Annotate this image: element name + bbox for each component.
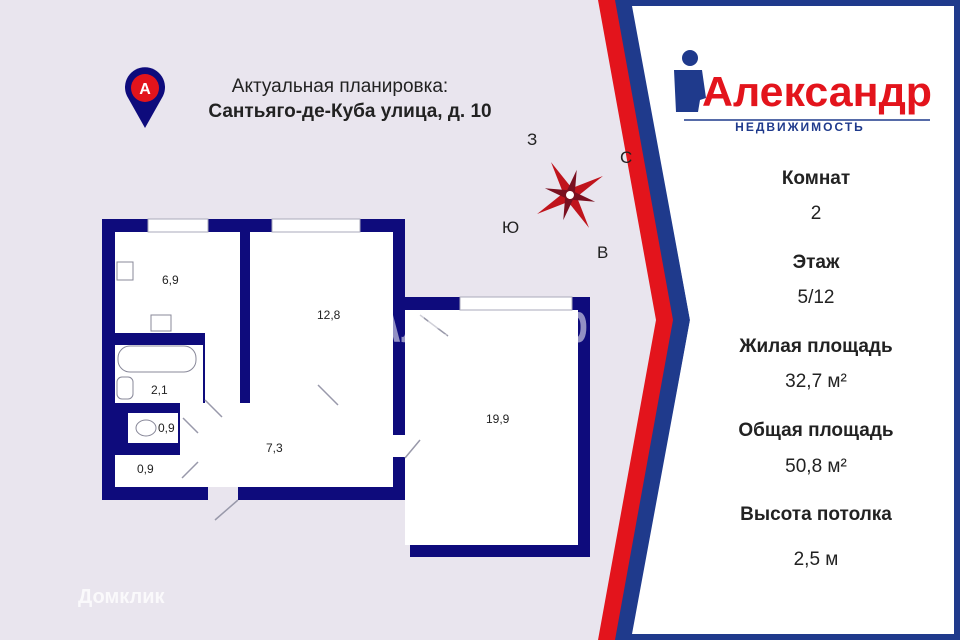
- compass-rose-icon: [537, 162, 603, 228]
- room-area-room: 12,8: [317, 308, 341, 322]
- room-area-storage: 0,9: [137, 462, 154, 476]
- total-area-label: Общая площадь: [738, 420, 894, 441]
- room-area-toilet: 0,9: [158, 421, 175, 435]
- hallway: [180, 403, 393, 487]
- rooms-value: 2: [810, 203, 822, 224]
- sink-icon: [150, 314, 172, 332]
- room-area-kitchen: 6,9: [162, 273, 179, 287]
- address: Сантьяго-де-Куба улица, д. 10: [208, 101, 492, 122]
- brand-name: Александр: [702, 68, 932, 115]
- compass-west: З: [527, 130, 538, 149]
- info-panel: [632, 6, 954, 634]
- living-area-label: Жилая площадь: [739, 336, 893, 357]
- bathtub-icon: [117, 345, 197, 373]
- living-room: [405, 310, 578, 545]
- bathroom: [115, 345, 203, 403]
- stove-icon: [116, 261, 134, 281]
- floor-plan: [102, 218, 590, 557]
- floor-value: 5/12: [797, 287, 835, 308]
- presenter-figure-icon: [674, 50, 706, 112]
- room-area-bathroom: 2,1: [151, 383, 168, 397]
- room-area-hallway: 7,3: [266, 441, 283, 455]
- watermark-logo: Александр: [372, 291, 588, 354]
- domclick-watermark: Домклик: [78, 586, 165, 608]
- blue-stripe: [608, 0, 690, 640]
- floor-label: Этаж: [792, 252, 840, 273]
- room-area-living: 19,9: [486, 412, 510, 426]
- storage: [115, 455, 180, 487]
- brand-subtitle: НЕДВИЖИМОСТЬ: [735, 120, 865, 134]
- ceiling-height-value: 2,5 м: [793, 549, 839, 570]
- pin-letter: А: [139, 81, 151, 98]
- toilet-icon: [135, 419, 157, 437]
- red-stripe: [598, 0, 673, 640]
- ceiling-height-label: Высота потолка: [740, 504, 892, 525]
- compass-north: С: [620, 148, 633, 167]
- living-area-value: 32,7 м²: [785, 371, 847, 392]
- kitchen: [115, 232, 240, 333]
- washbasin-icon: [116, 376, 134, 400]
- location-pin-icon: А: [125, 67, 165, 128]
- compass-south: Ю: [502, 218, 520, 237]
- compass-east: В: [597, 243, 609, 262]
- rooms-label: Комнат: [781, 168, 851, 189]
- brand-logo: Александр НЕДВИЖИМОСТЬ: [674, 50, 932, 134]
- room-12: [250, 232, 393, 403]
- plan-title: Актуальная планировка:: [231, 76, 449, 97]
- total-area-value: 50,8 м²: [785, 456, 847, 477]
